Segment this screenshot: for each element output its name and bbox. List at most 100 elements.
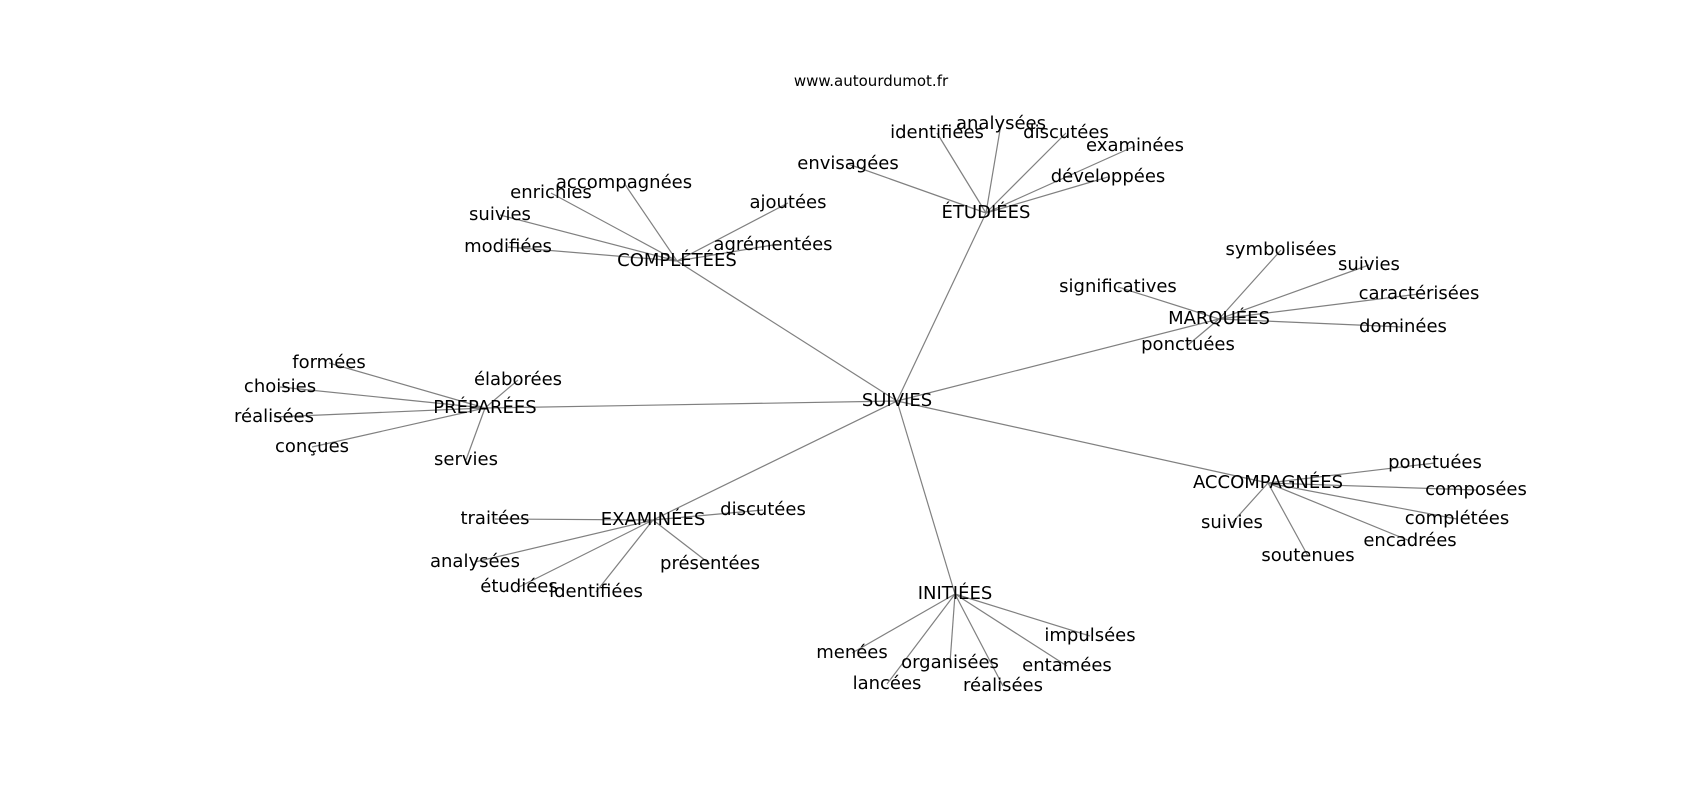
center-node: SUIVIES — [862, 390, 932, 411]
leaf-node-agrementees: agrémentées — [713, 234, 832, 255]
leaf-node-symbolisees: symbolisées — [1226, 239, 1337, 260]
edge-etudiees-discutees — [985, 132, 1067, 214]
leaf-node-dominees: dominées — [1359, 316, 1447, 337]
leaf-node-soutenues: soutenues — [1261, 545, 1354, 566]
edge-examinees-presentees — [652, 519, 711, 565]
edge-marquees-ponctuees — [1187, 318, 1220, 346]
leaf-node-ponctuees: ponctuées — [1141, 334, 1235, 355]
edge-center-marquees — [896, 318, 1220, 402]
leaf-node-realisees: réalisées — [963, 675, 1043, 696]
edge-preparees-servies — [465, 407, 486, 461]
leaf-node-concues: conçues — [275, 436, 349, 457]
leaf-node-entamees: entamées — [1022, 655, 1112, 676]
edge-center-initiees — [896, 400, 956, 595]
edges — [273, 123, 1477, 687]
edge-examinees-traitees — [494, 518, 654, 521]
hub-node-etudiees: ÉTUDIÉES — [942, 201, 1031, 223]
edge-etudiees-developpees — [985, 176, 1109, 214]
leaf-node-lancees: lancées — [853, 673, 922, 694]
hub-node-preparees: PRÉPARÉES — [433, 396, 536, 418]
edge-accompagnees-composees — [1267, 482, 1477, 491]
edge-etudiees-examinees — [985, 145, 1136, 214]
edge-accompagnees-encadrees — [1267, 482, 1411, 542]
leaf-node-accompagnees: accompagnées — [556, 172, 692, 193]
leaf-node-identifiees: identifiées — [549, 581, 643, 602]
edge-initiees-impulsees — [954, 593, 1091, 637]
edge-completees-enrichies — [550, 192, 678, 262]
edge-preparees-formees — [328, 362, 486, 409]
hub-node-marquees: MARQUÉES — [1168, 307, 1270, 329]
edge-accompagnees-suivies — [1231, 482, 1269, 524]
edge-marquees-dominees — [1218, 318, 1404, 328]
edge-initiees-entamees — [954, 593, 1068, 667]
hub-node-examinees: EXAMINÉES — [601, 508, 706, 530]
leaf-node-formees: formées — [292, 352, 366, 373]
edge-initiees-realisees — [954, 593, 1004, 687]
leaf-node-impulsees: impulsées — [1044, 625, 1135, 646]
leaf-node-identifiees: identifiées — [890, 122, 984, 143]
hub-node-accompagnees: ACCOMPAGNÉES — [1193, 471, 1343, 493]
edge-examinees-identifiees — [595, 519, 654, 593]
edge-examinees-analysees — [474, 519, 654, 563]
leaf-node-suivies: suivies — [469, 204, 531, 225]
hub-node-completees: COMPLÉTÉES — [617, 249, 737, 271]
leaf-node-envisagees: envisagées — [797, 153, 899, 174]
edge-initiees-organisees — [949, 593, 956, 664]
node-labels: SUIVIESÉTUDIÉESidentifiéesanalyséesdiscu… — [234, 113, 1527, 696]
leaf-node-suivies: suivies — [1201, 512, 1263, 533]
leaf-node-choisies: choisies — [244, 376, 316, 397]
edge-center-etudiees — [896, 212, 987, 402]
leaf-node-caracterisees: caractérisées — [1359, 283, 1480, 304]
edge-examinees-etudiees — [518, 519, 654, 588]
edge-completees-suivies — [499, 214, 678, 262]
edge-etudiees-envisagees — [847, 163, 987, 214]
edge-completees-accompagnees — [623, 182, 678, 262]
hub-node-initiees: INITIÉES — [918, 582, 993, 604]
leaf-node-traitees: traitées — [460, 508, 529, 529]
leaf-node-ponctuees: ponctuées — [1388, 452, 1482, 473]
leaf-node-analysees: analysées — [430, 551, 520, 572]
leaf-node-significatives: significatives — [1059, 276, 1177, 297]
edge-preparees-choisies — [279, 386, 486, 409]
leaf-node-realisees: réalisées — [234, 406, 314, 427]
edge-preparees-realisees — [273, 407, 486, 418]
leaf-node-discutees: discutées — [1023, 122, 1109, 143]
leaf-node-elaborees: élaborées — [474, 369, 562, 390]
edge-marquees-symbolisees — [1218, 249, 1282, 320]
leaf-node-ajoutees: ajoutées — [749, 192, 826, 213]
leaf-node-presentees: présentées — [660, 553, 760, 574]
leaf-node-completees: complétées — [1405, 508, 1510, 529]
edge-marquees-significatives — [1117, 286, 1220, 320]
leaf-node-servies: servies — [434, 449, 498, 470]
leaf-node-organisees: organisées — [901, 652, 999, 673]
leaf-node-discutees: discutées — [720, 499, 806, 520]
leaf-node-encadrees: encadrées — [1363, 530, 1456, 551]
edge-accompagnees-completees — [1267, 482, 1458, 520]
edge-completees-modifiees — [507, 246, 678, 262]
edge-center-examinees — [652, 400, 898, 521]
edge-preparees-concues — [311, 407, 486, 448]
edge-marquees-suivies — [1218, 264, 1370, 320]
edge-etudiees-identifiees — [936, 132, 987, 214]
leaf-node-enrichies: enrichies — [510, 182, 592, 203]
source-label: www.autourdumot.fr — [793, 72, 949, 90]
edge-center-completees — [676, 260, 898, 402]
edge-marquees-caracterisees — [1218, 293, 1420, 320]
edge-etudiees-analysees — [985, 123, 1002, 214]
edge-accompagnees-soutenues — [1267, 482, 1309, 557]
edge-initiees-menees — [851, 593, 956, 654]
leaf-node-developpees: développées — [1051, 166, 1166, 187]
edge-initiees-lancees — [886, 593, 956, 685]
leaf-node-analysees: analysées — [956, 113, 1046, 134]
leaf-node-menees: menées — [816, 642, 888, 663]
leaf-node-composees: composées — [1425, 479, 1527, 500]
edge-center-preparees — [484, 400, 898, 409]
edge-examinees-discutees — [652, 509, 764, 521]
leaf-node-etudiees: étudiées — [480, 576, 558, 597]
edge-completees-ajoutees — [676, 202, 789, 262]
edge-accompagnees-ponctuees — [1267, 462, 1436, 484]
edge-preparees-elaborees — [484, 379, 519, 409]
leaf-node-modifiees: modifiées — [464, 236, 552, 257]
